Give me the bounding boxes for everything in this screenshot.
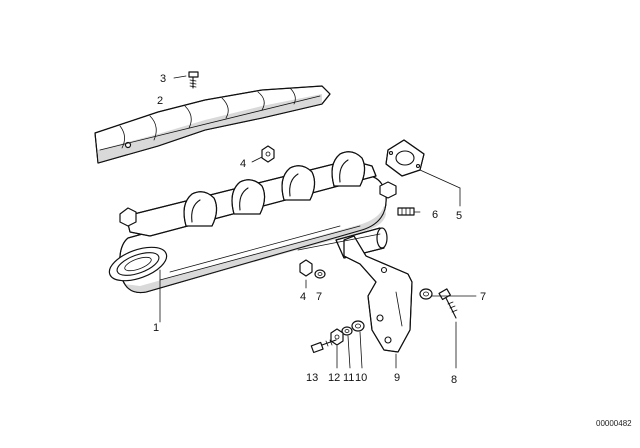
leader-lines <box>159 75 477 369</box>
callout-5: 5 <box>456 210 462 222</box>
callout-1: 1 <box>153 322 159 334</box>
part-4-nut-upper <box>261 145 275 163</box>
callout-12: 12 <box>328 372 340 384</box>
callout-10: 10 <box>355 372 367 384</box>
part-3-bolt <box>188 71 199 89</box>
callout-4-lower: 4 <box>300 291 306 303</box>
part-1-exhaust-manifold <box>108 151 397 294</box>
part-6-stud <box>397 207 415 216</box>
part-2-heat-shield <box>94 85 331 164</box>
callout-9: 9 <box>394 372 400 384</box>
callout-13: 13 <box>306 372 318 384</box>
part-10-washer <box>351 320 365 332</box>
part-5-gasket <box>385 139 425 177</box>
part-13-bolt <box>310 339 337 354</box>
document-id: 00000482 <box>596 419 632 428</box>
callout-8: 8 <box>451 374 457 386</box>
part-7-washer-lower <box>314 269 326 279</box>
callout-7-right: 7 <box>480 291 486 303</box>
part-12-nut <box>330 328 344 346</box>
part-11-lock-washer <box>341 326 353 336</box>
callout-6: 6 <box>432 209 438 221</box>
part-4-nut-lower <box>299 259 313 277</box>
part-8-bolt <box>438 288 458 319</box>
callout-4-upper: 4 <box>240 158 246 170</box>
callout-2: 2 <box>157 95 163 107</box>
callout-7-lower: 7 <box>316 291 322 303</box>
callout-11: 11 <box>343 372 354 384</box>
callout-labels: 1 2 3 4 5 6 4 7 7 8 9 10 11 12 13 <box>153 73 486 386</box>
part-7-washer-right <box>419 288 433 300</box>
part-9-bracket <box>343 235 413 353</box>
callout-3: 3 <box>160 73 166 85</box>
